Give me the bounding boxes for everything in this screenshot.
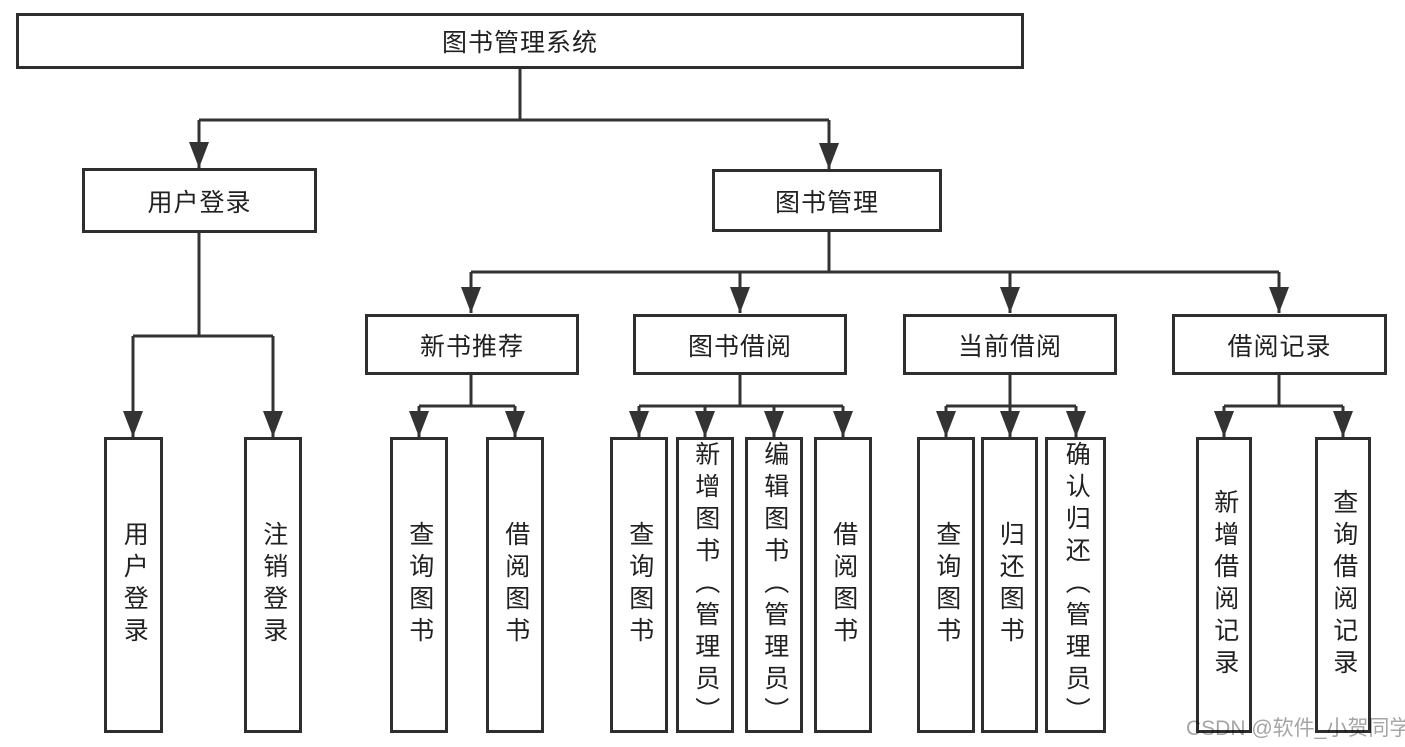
arrow-stems [123, 120, 1353, 437]
node-book-borrow: 图书借阅 [633, 314, 847, 375]
node-leaf-return-book: 归还图书 [981, 437, 1038, 733]
node-leaf-query-books-3: 查询图书 [917, 437, 975, 733]
node-leaf-label: 用户登录 [120, 521, 149, 649]
node-leaf-logout: 注销登录 [244, 437, 302, 733]
connector-elbows [133, 69, 1343, 408]
node-leaf-edit-book-admin: 编辑图书（管理员） [745, 437, 803, 733]
node-new-book-recommend-label: 新书推荐 [419, 332, 524, 361]
node-book-management: 图书管理 [712, 169, 942, 232]
node-leaf-label: 新增图书（管理员） [691, 441, 720, 729]
node-leaf-query-borrow-record: 查询借阅记录 [1315, 437, 1371, 733]
node-leaf-query-books-1: 查询图书 [390, 437, 448, 733]
node-user-login: 用户登录 [82, 168, 317, 233]
node-root-label: 图书管理系统 [441, 29, 598, 57]
node-root: 图书管理系统 [16, 13, 1024, 69]
csdn-watermark: CSDN @软件_小贺同学 [1186, 717, 1405, 740]
node-current-borrow-label: 当前借阅 [957, 332, 1062, 361]
node-book-borrow-label: 图书借阅 [687, 332, 792, 361]
node-book-management-label: 图书管理 [774, 188, 879, 217]
node-leaf-label: 确认归还（管理员） [1062, 441, 1091, 729]
node-borrow-records-label: 借阅记录 [1227, 332, 1332, 361]
node-leaf-borrow-books-1: 借阅图书 [486, 437, 544, 733]
node-leaf-label: 新增借阅记录 [1210, 489, 1239, 681]
node-leaf-label: 借阅图书 [501, 521, 530, 649]
node-leaf-user-login: 用户登录 [104, 437, 163, 733]
node-leaf-confirm-return-admin: 确认归还（管理员） [1045, 437, 1106, 733]
node-borrow-records: 借阅记录 [1172, 314, 1387, 375]
node-leaf-label: 编辑图书（管理员） [760, 441, 789, 729]
node-leaf-query-books-2: 查询图书 [610, 437, 668, 733]
node-leaf-label: 查询图书 [932, 521, 961, 649]
node-leaf-label: 查询图书 [405, 521, 434, 649]
node-new-book-recommend: 新书推荐 [365, 314, 579, 375]
node-current-borrow: 当前借阅 [903, 314, 1117, 375]
node-leaf-borrow-books-2: 借阅图书 [814, 437, 872, 733]
node-user-login-label: 用户登录 [147, 188, 252, 217]
node-leaf-label: 查询借阅记录 [1329, 489, 1358, 681]
node-leaf-label: 查询图书 [625, 521, 654, 649]
node-leaf-label: 归还图书 [996, 521, 1025, 649]
node-leaf-label: 借阅图书 [829, 521, 858, 649]
node-leaf-add-book-admin: 新增图书（管理员） [676, 437, 734, 733]
node-leaf-add-borrow-record: 新增借阅记录 [1196, 437, 1252, 733]
node-leaf-label: 注销登录 [259, 521, 288, 649]
